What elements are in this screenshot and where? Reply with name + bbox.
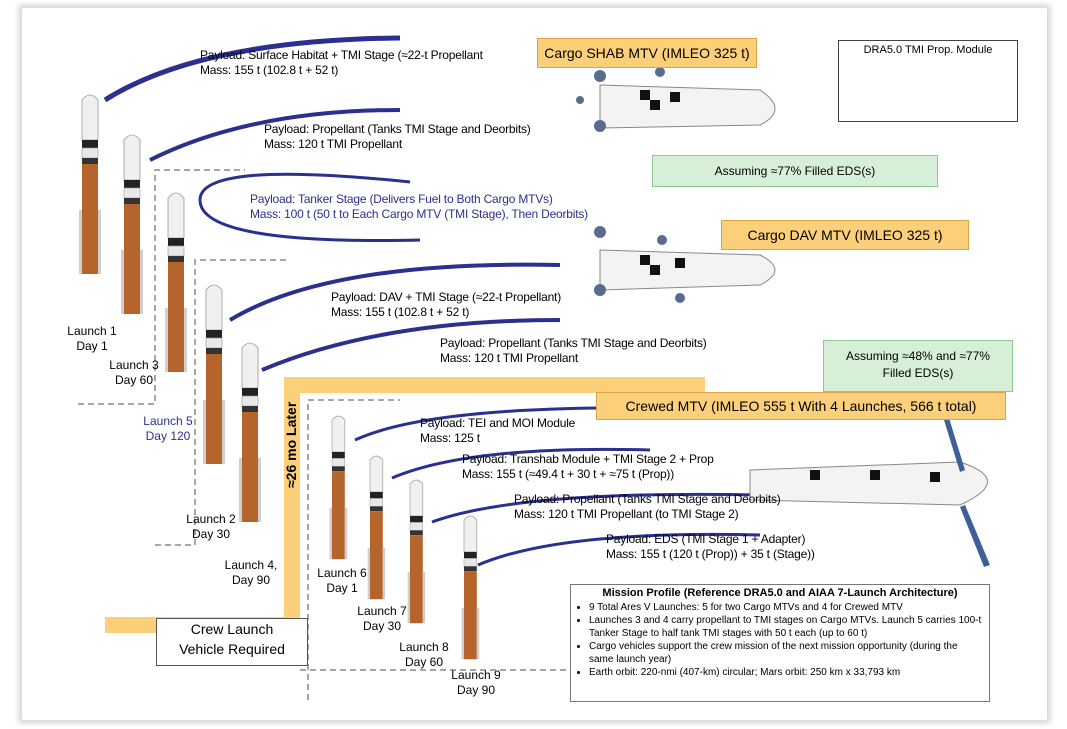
payload-3: Payload: Propellant (Tanks TMI Stage and… (264, 122, 531, 151)
crewed-mtv-label: Crewed MTV (IMLEO 555 t With 4 Launches,… (596, 392, 1006, 420)
mission-profile-list: 9 Total Ares V Launches: 5 for two Cargo… (577, 601, 983, 679)
list-item: Launches 3 and 4 carry propellant to TMI… (589, 614, 983, 640)
later-label: ≈26 mo Later (283, 401, 299, 488)
cargo-assumption: Assuming ≈77% Filled EDS(s) (652, 155, 938, 187)
cargo-shab-label: Cargo SHAB MTV (IMLEO 325 t) (537, 38, 757, 68)
crew-launch-box: Crew Launch Vehicle Required (156, 618, 308, 666)
mission-profile-box: Mission Profile (Reference DRA5.0 and AI… (570, 584, 990, 702)
arc-launch-3 (149, 108, 401, 162)
arc-launch-7 (391, 447, 651, 480)
cargo-dav-spacecraft (594, 226, 776, 303)
payload-1: Payload: Surface Habitat + TMI Stage (≈2… (200, 48, 483, 77)
dra-module-box: DRA5.0 TMI Prop. Module (838, 40, 1018, 122)
arc-launch-8 (431, 492, 761, 524)
crew-launch-line1: Crew Launch (190, 621, 274, 637)
bracket-cargo-2 (155, 259, 290, 546)
crew-assumption-line2: Filled EDS(s) (882, 366, 954, 380)
arc-launch-2 (228, 262, 561, 322)
arc-launch-4 (261, 318, 561, 372)
cargo-shab-spacecraft (576, 67, 776, 132)
list-item: Cargo vehicles support the crew mission … (589, 640, 983, 666)
list-item: Earth orbit: 220-nmi (407-km) circular; … (589, 666, 983, 679)
dra-module-label: DRA5.0 TMI Prop. Module (863, 44, 993, 56)
crew-launch-line2: Vehicle Required (179, 641, 285, 657)
payload-9: Payload: EDS (TMI Stage 1 + Adapter)Mass… (606, 532, 815, 561)
crew-assumption-line1: Assuming ≈48% and ≈77% (846, 349, 990, 363)
mission-profile-title: Mission Profile (Reference DRA5.0 and AI… (602, 587, 958, 599)
payload-2: Payload: DAV + TMI Stage (≈22-t Propella… (331, 290, 561, 319)
list-item: 9 Total Ares V Launches: 5 for two Cargo… (589, 601, 983, 614)
payload-5: Payload: Tanker Stage (Delivers Fuel to … (250, 192, 588, 221)
payload-7: Payload: Transhab Module + TMI Stage 2 +… (462, 452, 714, 481)
bracket-cargo-1 (78, 169, 245, 405)
crew-assumption: Assuming ≈48% and ≈77% Filled EDS(s) (823, 340, 1013, 392)
arc-launch-6 (354, 406, 601, 442)
payload-8: Payload: Propellant (Tanks TMI Stage and… (514, 492, 781, 521)
launch-4-label: Launch 4,Day 90 (224, 558, 278, 587)
arc-launch-9 (477, 532, 761, 567)
arc-launch-5 (198, 172, 421, 242)
cargo-dav-label: Cargo DAV MTV (IMLEO 325 t) (721, 220, 969, 250)
crewed-spacecraft (749, 405, 990, 567)
arc-launch-1 (103, 35, 401, 103)
bracket-crew (307, 399, 400, 700)
payload-4: Payload: Propellant (Tanks TMI Stage and… (440, 336, 707, 365)
